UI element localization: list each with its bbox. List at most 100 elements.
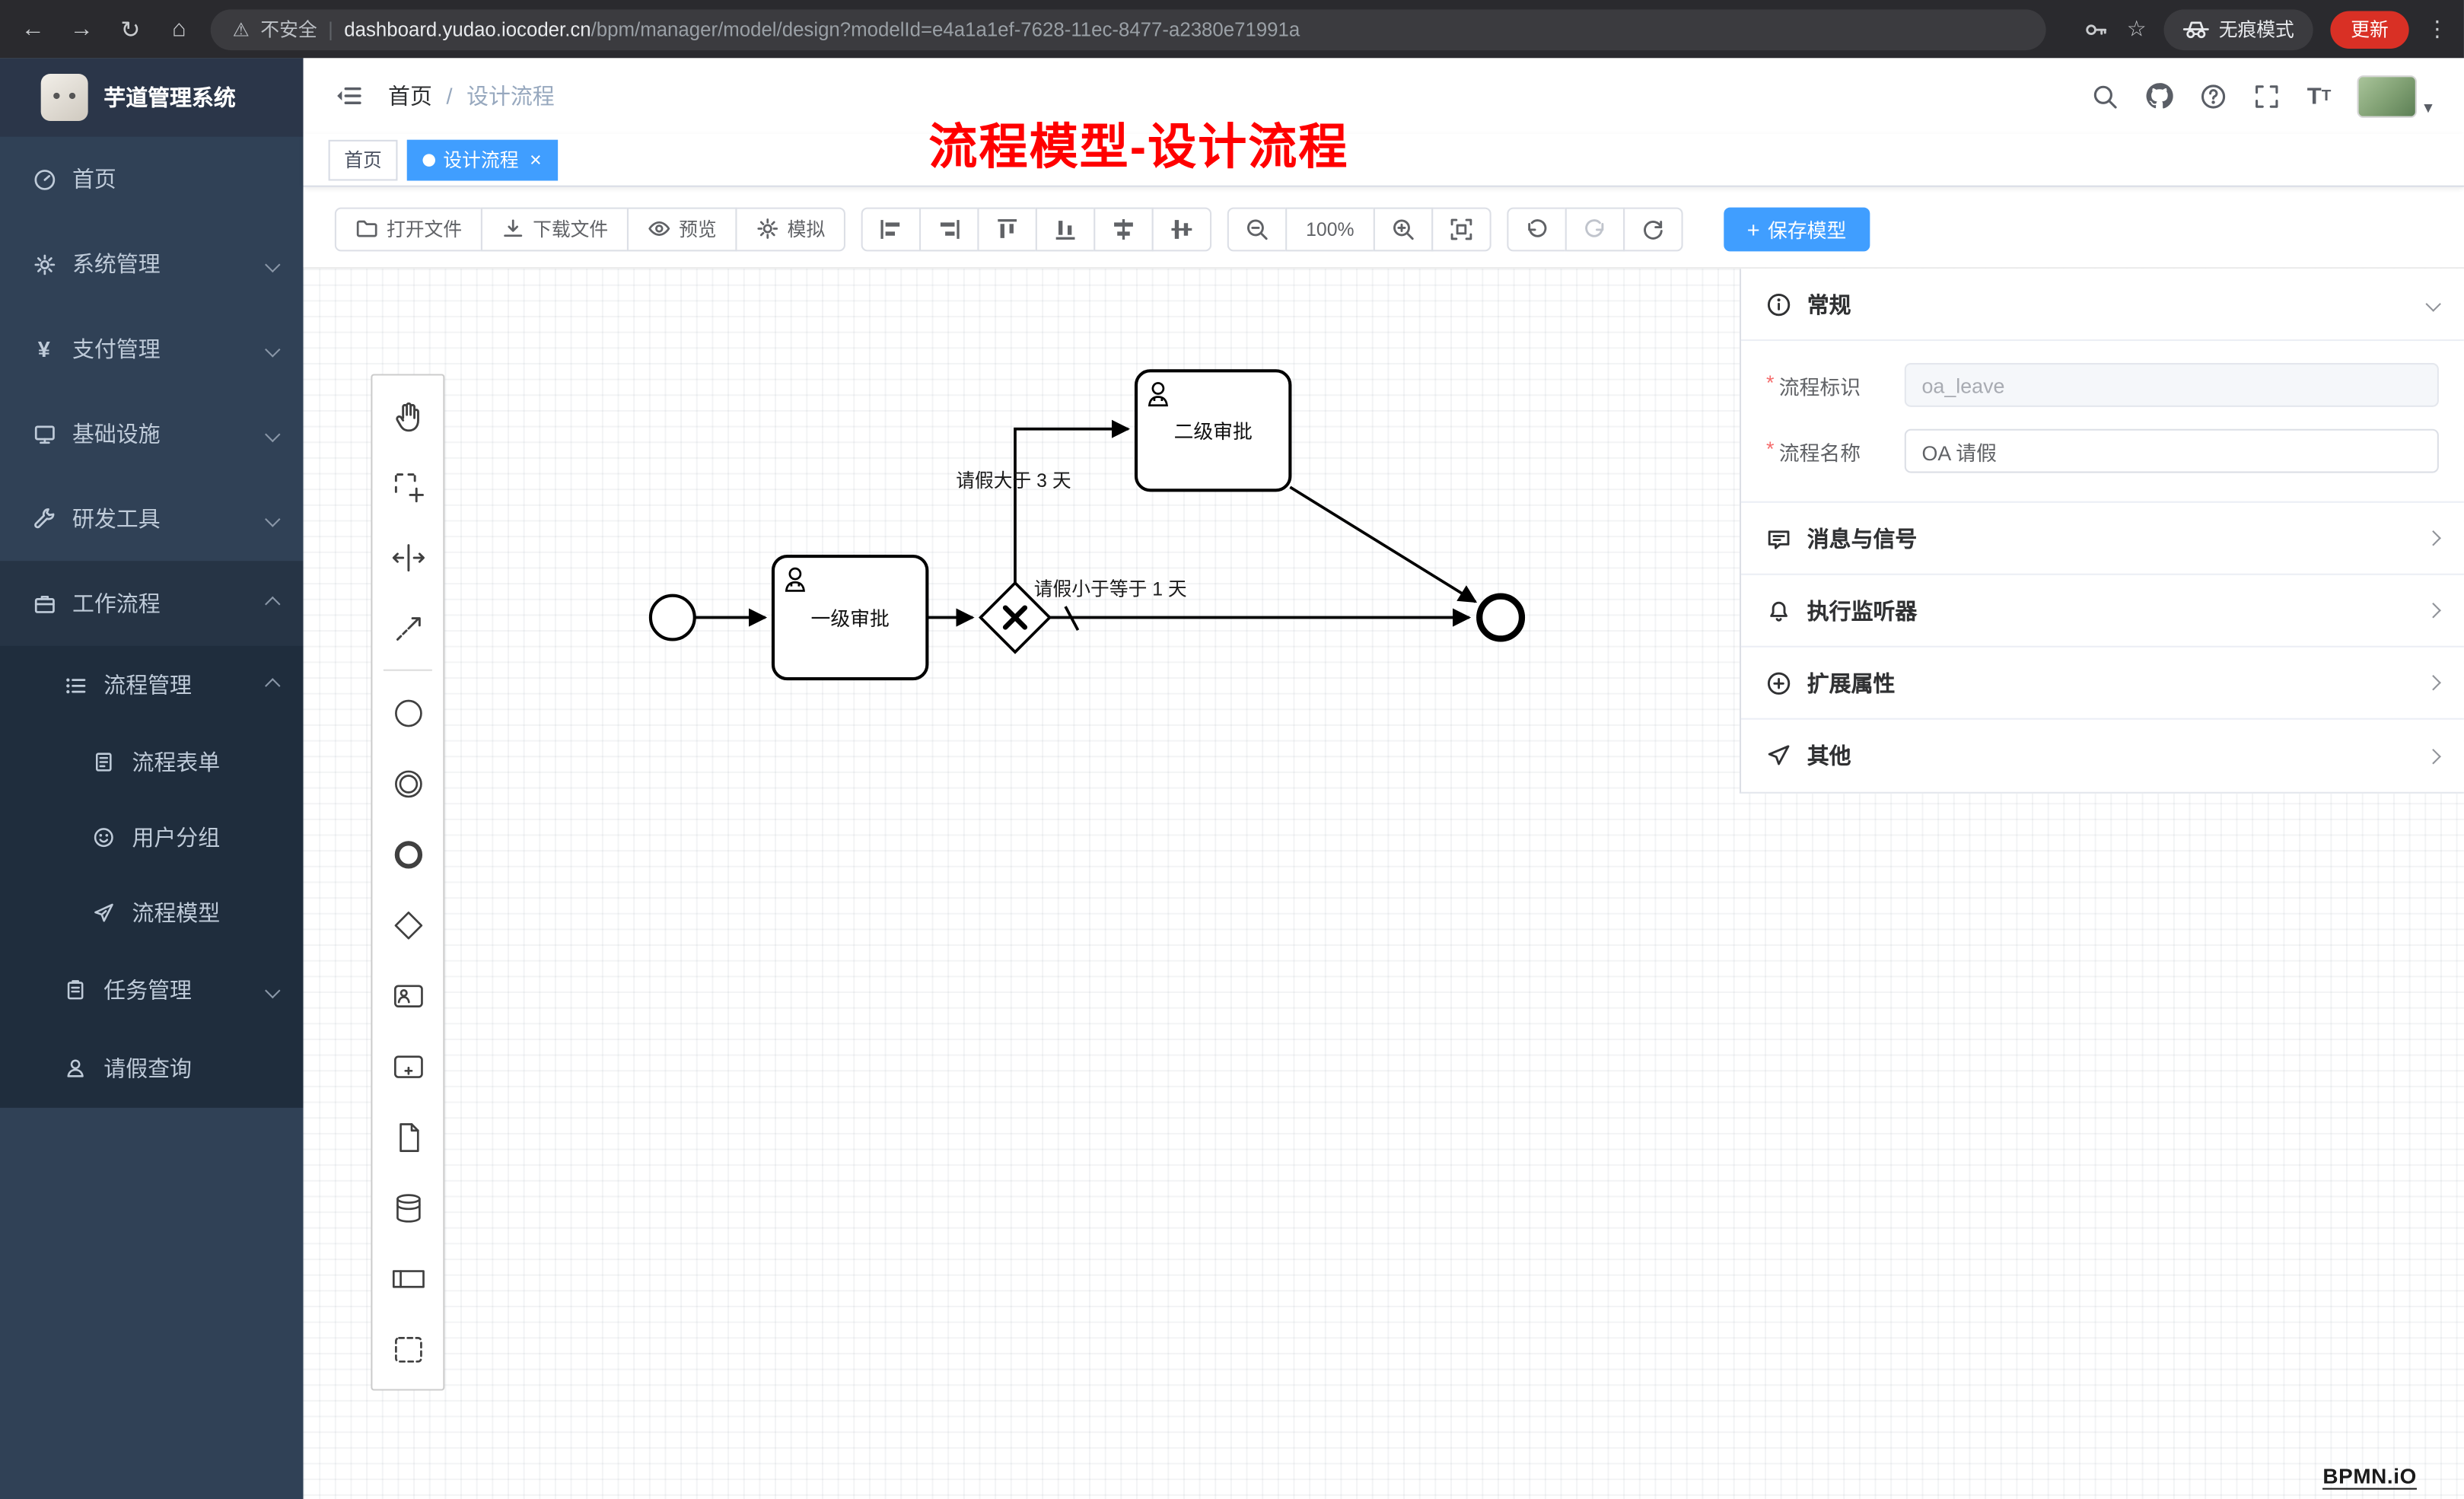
sidebar-item-process-manage[interactable]: 流程管理	[0, 646, 304, 724]
password-key-icon[interactable]	[2084, 17, 2109, 42]
bpmn-canvas[interactable]: 一级审批 二级审批	[303, 267, 2464, 1499]
address-separator: |	[328, 18, 333, 40]
bpmn-user-task-first[interactable]: 一级审批	[771, 554, 929, 681]
bpmn-user-task-second[interactable]: 二级审批	[1134, 369, 1292, 492]
space-tool-icon[interactable]	[372, 522, 443, 593]
breadcrumb-home[interactable]: 首页	[388, 83, 432, 109]
flow-label-gt: 请假大于 3 天	[956, 470, 1071, 492]
browser-home-button[interactable]: ⌂	[172, 15, 186, 43]
bpmn-io-watermark[interactable]: BPMN.iO	[2322, 1465, 2417, 1490]
chevron-right-icon	[2425, 603, 2441, 619]
address-bar[interactable]: ⚠ 不安全 | dashboard.yudao.iocoder.cn/bpm/m…	[210, 8, 2046, 50]
yen-icon: ¥	[37, 336, 50, 361]
flow-gateway-to-task2[interactable]	[1014, 419, 1131, 584]
sidebar-item-workflow[interactable]: 工作流程	[0, 561, 304, 646]
chevron-down-icon	[265, 341, 281, 357]
clipboard-icon	[63, 977, 88, 1002]
tag-design-process[interactable]: 设计流程 ×	[406, 138, 558, 180]
save-model-button[interactable]: + 保存模型	[1723, 206, 1870, 251]
tags-view: 首页 设计流程 ×	[303, 133, 2464, 187]
download-file-button[interactable]: 下载文件	[480, 206, 629, 251]
lasso-tool-icon[interactable]	[372, 451, 443, 522]
open-file-button[interactable]: 打开文件	[334, 206, 482, 251]
browser-back-button[interactable]: ←	[21, 15, 45, 43]
fullscreen-icon[interactable]	[2254, 82, 2281, 109]
start-event-icon[interactable]	[372, 677, 443, 748]
help-icon[interactable]	[2200, 82, 2227, 109]
group-icon[interactable]	[372, 1313, 443, 1384]
align-center-vertical-button[interactable]	[1151, 206, 1212, 251]
browser-update-button[interactable]: 更新	[2330, 10, 2409, 48]
section-general[interactable]: 常规	[1741, 269, 2464, 342]
process-name-input[interactable]	[1904, 428, 2439, 473]
sidebar-item-process-form[interactable]: 流程表单	[0, 724, 304, 800]
sidebar-item-leave-query[interactable]: 请假查询	[0, 1030, 304, 1108]
zoom-level-button[interactable]: 100%	[1285, 206, 1375, 251]
user-task-icon[interactable]	[372, 960, 443, 1031]
sidebar-item-process-model[interactable]: 流程模型	[0, 875, 304, 950]
bpmn-end-event[interactable]	[1476, 593, 1526, 642]
align-bottom-button[interactable]	[1035, 206, 1096, 251]
global-connect-icon[interactable]	[372, 593, 443, 664]
tag-home[interactable]: 首页	[328, 138, 398, 180]
chevron-down-icon	[265, 982, 281, 998]
hand-tool-icon[interactable]	[372, 380, 443, 451]
preview-button[interactable]: 预览	[626, 206, 737, 251]
intermediate-event-icon[interactable]	[372, 748, 443, 819]
browser-menu-icon[interactable]: ⋮	[2426, 15, 2449, 41]
bpmn-start-event[interactable]	[648, 594, 696, 641]
undo-button[interactable]	[1506, 206, 1567, 251]
browser-forward-button[interactable]: →	[69, 15, 94, 43]
participant-icon[interactable]	[372, 1243, 443, 1313]
section-execution-listener[interactable]: 执行监听器	[1741, 575, 2464, 648]
zoom-out-button[interactable]	[1227, 206, 1288, 251]
sidebar-item-system[interactable]: 系统管理	[0, 221, 304, 307]
data-object-icon[interactable]	[372, 1102, 443, 1173]
default-flow-marker	[1064, 606, 1080, 631]
section-message-signal[interactable]: 消息与信号	[1741, 503, 2464, 575]
bpmn-exclusive-gateway[interactable]	[978, 581, 1052, 654]
end-event-icon[interactable]	[372, 819, 443, 890]
plus-icon: +	[1746, 215, 1760, 241]
subprocess-icon[interactable]	[372, 1031, 443, 1102]
palette-separator	[383, 669, 432, 671]
search-icon[interactable]	[2092, 82, 2119, 109]
data-store-icon[interactable]	[372, 1172, 443, 1243]
security-label[interactable]: 不安全	[260, 18, 317, 41]
section-extension-attributes[interactable]: 扩展属性	[1741, 648, 2464, 720]
section-other[interactable]: 其他	[1741, 720, 2464, 792]
app-logo[interactable]: 芋道管理系统	[0, 58, 304, 137]
sidebar-item-user-group[interactable]: 用户分组	[0, 800, 304, 875]
bookmark-star-icon[interactable]: ☆	[2126, 15, 2147, 41]
align-right-button[interactable]	[919, 206, 979, 251]
align-left-button[interactable]	[861, 206, 922, 251]
gateway-icon[interactable]	[372, 890, 443, 960]
sidebar-item-infrastructure[interactable]: 基础设施	[0, 391, 304, 476]
user-icon	[785, 567, 805, 592]
user-avatar[interactable]: ▾	[2357, 75, 2433, 117]
align-top-button[interactable]	[977, 206, 1038, 251]
zoom-reset-button[interactable]	[1431, 206, 1491, 251]
browser-reload-button[interactable]: ↻	[120, 16, 141, 43]
close-icon[interactable]: ×	[529, 148, 542, 172]
chevron-right-icon	[2425, 530, 2441, 546]
align-center-horizontal-button[interactable]	[1094, 206, 1154, 251]
sidebar-item-home[interactable]: 首页	[0, 137, 304, 222]
zoom-in-button[interactable]	[1373, 206, 1433, 251]
sidebar-item-payment[interactable]: ¥ 支付管理	[0, 307, 304, 392]
dashboard-icon	[31, 167, 56, 192]
simulate-button[interactable]: 模拟	[735, 206, 846, 251]
process-key-input[interactable]	[1904, 363, 2439, 407]
sidebar-item-task-manage[interactable]: 任务管理	[0, 950, 304, 1029]
svg-text:二级审批: 二级审批	[1174, 421, 1253, 443]
github-icon[interactable]	[2145, 81, 2174, 110]
flow-task2-to-end[interactable]	[1289, 485, 1478, 603]
sidebar: 芋道管理系统 首页 系统管理 ¥ 支付管理 基础设施	[0, 58, 304, 1499]
redo-button[interactable]	[1565, 206, 1625, 251]
chevron-down-icon	[265, 511, 281, 527]
restart-button[interactable]	[1622, 206, 1683, 251]
sidebar-collapse-icon[interactable]	[335, 81, 363, 110]
sidebar-item-devtools[interactable]: 研发工具	[0, 476, 304, 562]
chevron-down-icon	[2425, 296, 2441, 312]
